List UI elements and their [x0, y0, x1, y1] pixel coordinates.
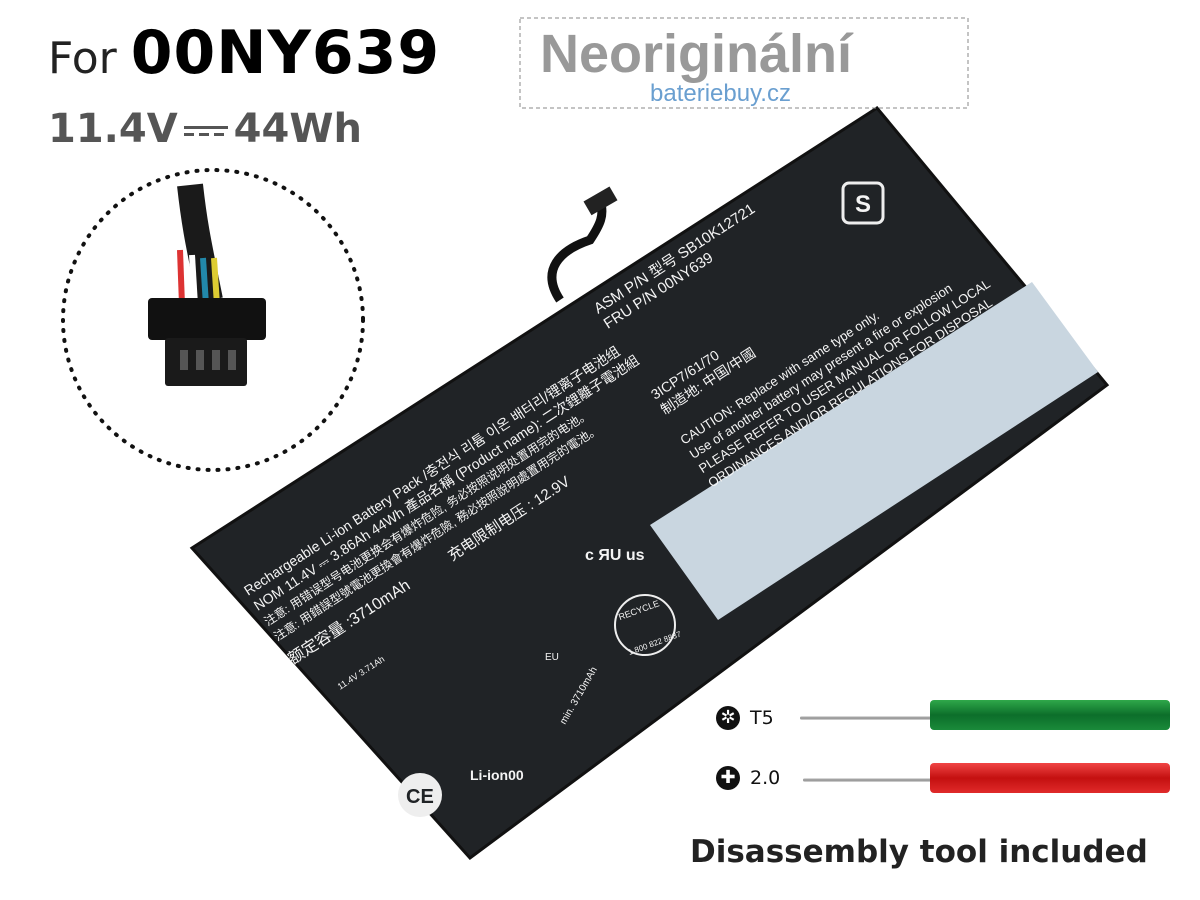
t5-handle — [930, 700, 1170, 730]
tool-phillips: ✚ 2.0 — [716, 766, 780, 790]
phillips-icon: ✚ — [716, 766, 740, 790]
eu-mark: EU — [545, 652, 559, 663]
tool-caption: Disassembly tool included — [690, 834, 1148, 870]
battery: ASM P/N 型号 SB10K12721 FRU P/N 00NY639 3I… — [189, 106, 1110, 861]
torx-icon: ✲ — [716, 706, 740, 730]
connector-detail — [61, 168, 365, 472]
s-logo-icon: S — [855, 191, 871, 218]
tool-label-phillips: 2.0 — [750, 767, 781, 789]
t5-shaft — [800, 716, 940, 720]
li-ion-mark: Li-ion00 — [470, 767, 524, 783]
ul-mark: c ЯU us — [585, 547, 645, 564]
title: For 00NY639 — [48, 18, 440, 88]
tool-label-t5: T5 — [750, 707, 774, 729]
phillips-handle — [930, 763, 1170, 793]
title-prefix: For — [48, 33, 117, 84]
dc-symbol-icon — [183, 122, 228, 140]
watermark-site: bateriebuy.cz — [650, 80, 791, 107]
voltage: 11.4V — [48, 106, 178, 152]
spec-line: 11.4V 44Wh — [48, 106, 362, 152]
energy: 44Wh — [233, 106, 362, 152]
watermark-text: Neoriginální — [540, 24, 854, 84]
ce-mark: CE — [406, 786, 434, 808]
phillips-shaft — [803, 778, 943, 782]
tool-t5: ✲ T5 — [716, 706, 774, 730]
model-number: 00NY639 — [130, 18, 441, 88]
watermark: Neoriginální bateriebuy.cz — [519, 17, 969, 109]
brand-logo-icon — [841, 181, 885, 225]
